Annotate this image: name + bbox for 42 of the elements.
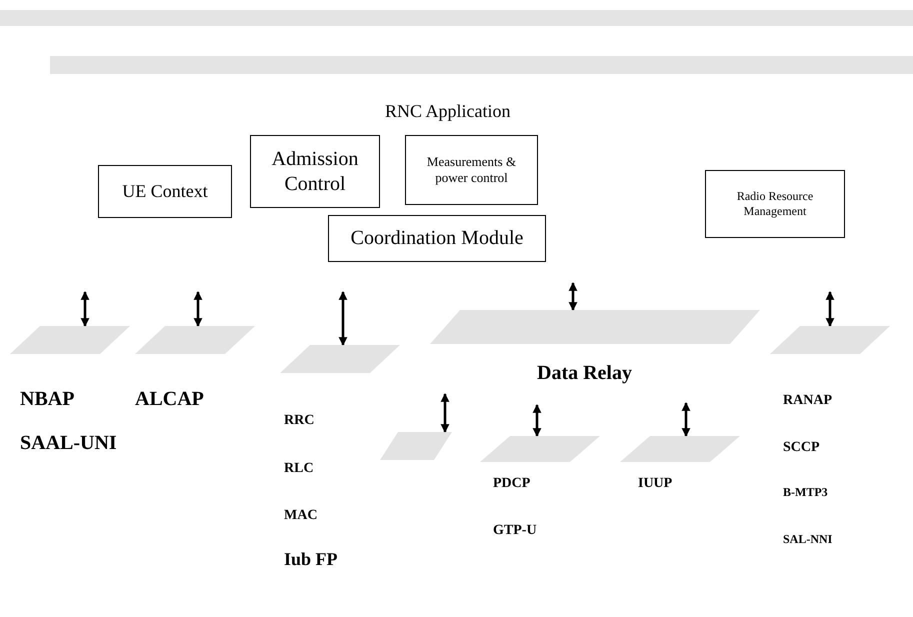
protocol-label: RRC xyxy=(284,412,314,430)
layer-plane xyxy=(10,326,130,354)
protocol-label: RANAP xyxy=(783,392,832,410)
protocol-label: NBAP xyxy=(20,387,74,412)
process-box xyxy=(250,135,380,208)
box-label: Coordination Module xyxy=(350,226,524,251)
protocol-label: B-MTP3 xyxy=(783,484,828,501)
process-box xyxy=(328,215,546,262)
double-arrow xyxy=(440,393,450,433)
process-box xyxy=(98,165,232,218)
layer-plane xyxy=(620,436,740,462)
layer-plane xyxy=(280,345,400,373)
layer-plane xyxy=(480,436,600,462)
double-arrow xyxy=(682,402,690,437)
protocol-label: RLC xyxy=(284,460,314,478)
protocol-label: ALCAP xyxy=(135,387,204,412)
process-box xyxy=(405,135,538,205)
protocol-label: GTP-U xyxy=(493,522,537,540)
double-arrow xyxy=(826,291,834,327)
box-label: Radio Resource Management xyxy=(736,189,814,219)
protocol-label: SAL-NNI xyxy=(783,531,832,548)
protocol-label: SAAL-UNI xyxy=(20,431,117,456)
protocol-label: PDCP xyxy=(493,475,530,493)
process-box xyxy=(705,170,845,238)
double-arrow xyxy=(80,291,90,327)
layer-plane xyxy=(430,310,760,344)
layer-plane xyxy=(380,432,452,460)
double-arrow xyxy=(568,282,578,311)
protocol-label: SCCP xyxy=(783,439,820,457)
box-label: Measurements & power control xyxy=(426,154,518,186)
box-label: Admission Control xyxy=(270,146,360,196)
double-arrow xyxy=(338,291,348,346)
protocol-label: Iub FP xyxy=(284,548,338,571)
box-label: UE Context xyxy=(122,180,208,203)
protocol-label: IUUP xyxy=(638,475,672,493)
double-arrow xyxy=(532,404,542,437)
protocol-label: Data Relay xyxy=(537,361,632,386)
layer-plane xyxy=(135,326,255,354)
diagram-title: RNC Application xyxy=(385,100,510,123)
layer-plane xyxy=(770,326,890,354)
protocol-label: MAC xyxy=(284,507,318,525)
double-arrow xyxy=(194,291,202,327)
